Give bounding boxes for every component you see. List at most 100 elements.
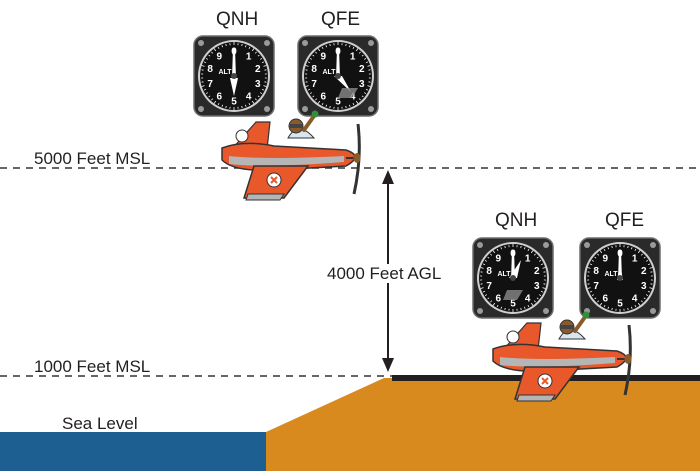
dial-tick [245,45,247,48]
dial-tick [484,294,488,297]
dial-tick [637,302,641,306]
label-1000-feet-msl: 1000 Feet MSL [34,357,151,376]
dial-tick [248,46,251,50]
lower-qnh-title: QNH [495,210,538,231]
dial-tick [352,46,355,50]
dial-tick [527,248,530,252]
dial-tick [358,51,361,54]
dial-tick [309,57,313,60]
dial-tick [325,45,327,48]
dial-tick [312,54,315,57]
dial-tick [533,300,536,303]
dial-number: 1 [525,253,531,264]
dial-tick [640,300,643,303]
dial-tick [259,57,263,60]
dial-tick [527,304,530,308]
dial-tick [603,248,606,252]
altimeter-long-needle [336,48,340,78]
dial-tick [205,92,209,95]
dial-tick [591,259,595,262]
dial-number: 7 [311,79,317,90]
dial-tick [645,294,649,297]
dial-number: 4 [350,92,356,103]
dial-tick [257,54,260,57]
dial-tick [225,43,227,47]
dial-tick [257,95,260,98]
dial-number: 7 [486,281,492,292]
dial-tick [358,98,361,101]
dial-tick [480,267,484,269]
altimeter-face-label: ALT [218,69,232,76]
dial-tick [221,104,223,107]
dial-number: 7 [593,281,599,292]
dial-tick [649,287,653,289]
dial-tick [213,100,217,104]
dial-number: 9 [217,51,223,62]
dial-tick [305,85,309,87]
dial-tick [321,46,324,50]
altimeter-qnh-lower: 0123456789 ALT [472,237,554,319]
dial-tick [643,297,646,300]
sea-area [0,432,266,471]
dial-tick [208,95,211,98]
dial-tick [540,290,544,293]
dial-tick [627,245,629,249]
dial-tick [482,263,486,266]
dial-tick [589,290,593,293]
dial-number: 5 [617,299,623,310]
dial-tick [631,247,633,250]
dial-tick [345,105,347,109]
dial-tick [201,65,205,67]
dial-tick [538,294,542,297]
dial-tick [325,104,327,107]
dial-tick [492,302,496,306]
dial-number: 3 [534,281,540,292]
dial-tick [261,61,265,64]
dial-number: 2 [534,266,540,277]
dial-tick [542,287,546,289]
dial-tick [225,105,227,109]
dial-tick [597,253,600,256]
dial-tick [241,105,243,109]
dial-tick [587,267,591,269]
dial-tick [599,302,603,306]
dial-tick [241,43,243,47]
dial-number: 9 [321,51,327,62]
airplane-cruising [220,108,363,202]
dial-tick [627,307,629,311]
dial-tick [211,51,214,54]
dial-tick [349,45,351,48]
dial-tick [261,88,265,91]
dial-tick [589,263,593,266]
height-arrow-top [382,170,394,184]
dial-tick [329,105,331,109]
dial-tick [254,51,257,54]
dial-tick [649,267,653,269]
dial-number: 3 [641,281,647,292]
dial-tick [611,245,613,249]
label-4000-feet-agl: 4000 Feet AGL [325,264,444,283]
dial-number: 3 [359,79,365,90]
dial-tick [205,57,209,60]
dial-tick [349,104,351,107]
upper-qfe-title: QFE [321,9,361,30]
dial-number: 5 [510,299,516,310]
dial-tick [363,92,367,95]
dial-tick [530,250,534,254]
dial-tick [254,98,257,101]
label-sea-level: Sea Level [62,414,138,433]
altimeter-qfe-upper: 0123456789 ALT [297,35,379,117]
altimeter-short-needle [509,260,521,278]
dial-tick [211,98,214,101]
dial-tick [217,46,220,50]
dial-tick [309,92,313,95]
dial-number: 5 [335,97,341,108]
dial-tick [540,263,544,266]
dial-number: 4 [632,294,638,305]
dial-tick [259,92,263,95]
dial-tick [361,54,364,57]
dial-tick [352,102,355,106]
dial-number: 1 [246,51,252,62]
altimeter-short-needle [230,78,238,96]
